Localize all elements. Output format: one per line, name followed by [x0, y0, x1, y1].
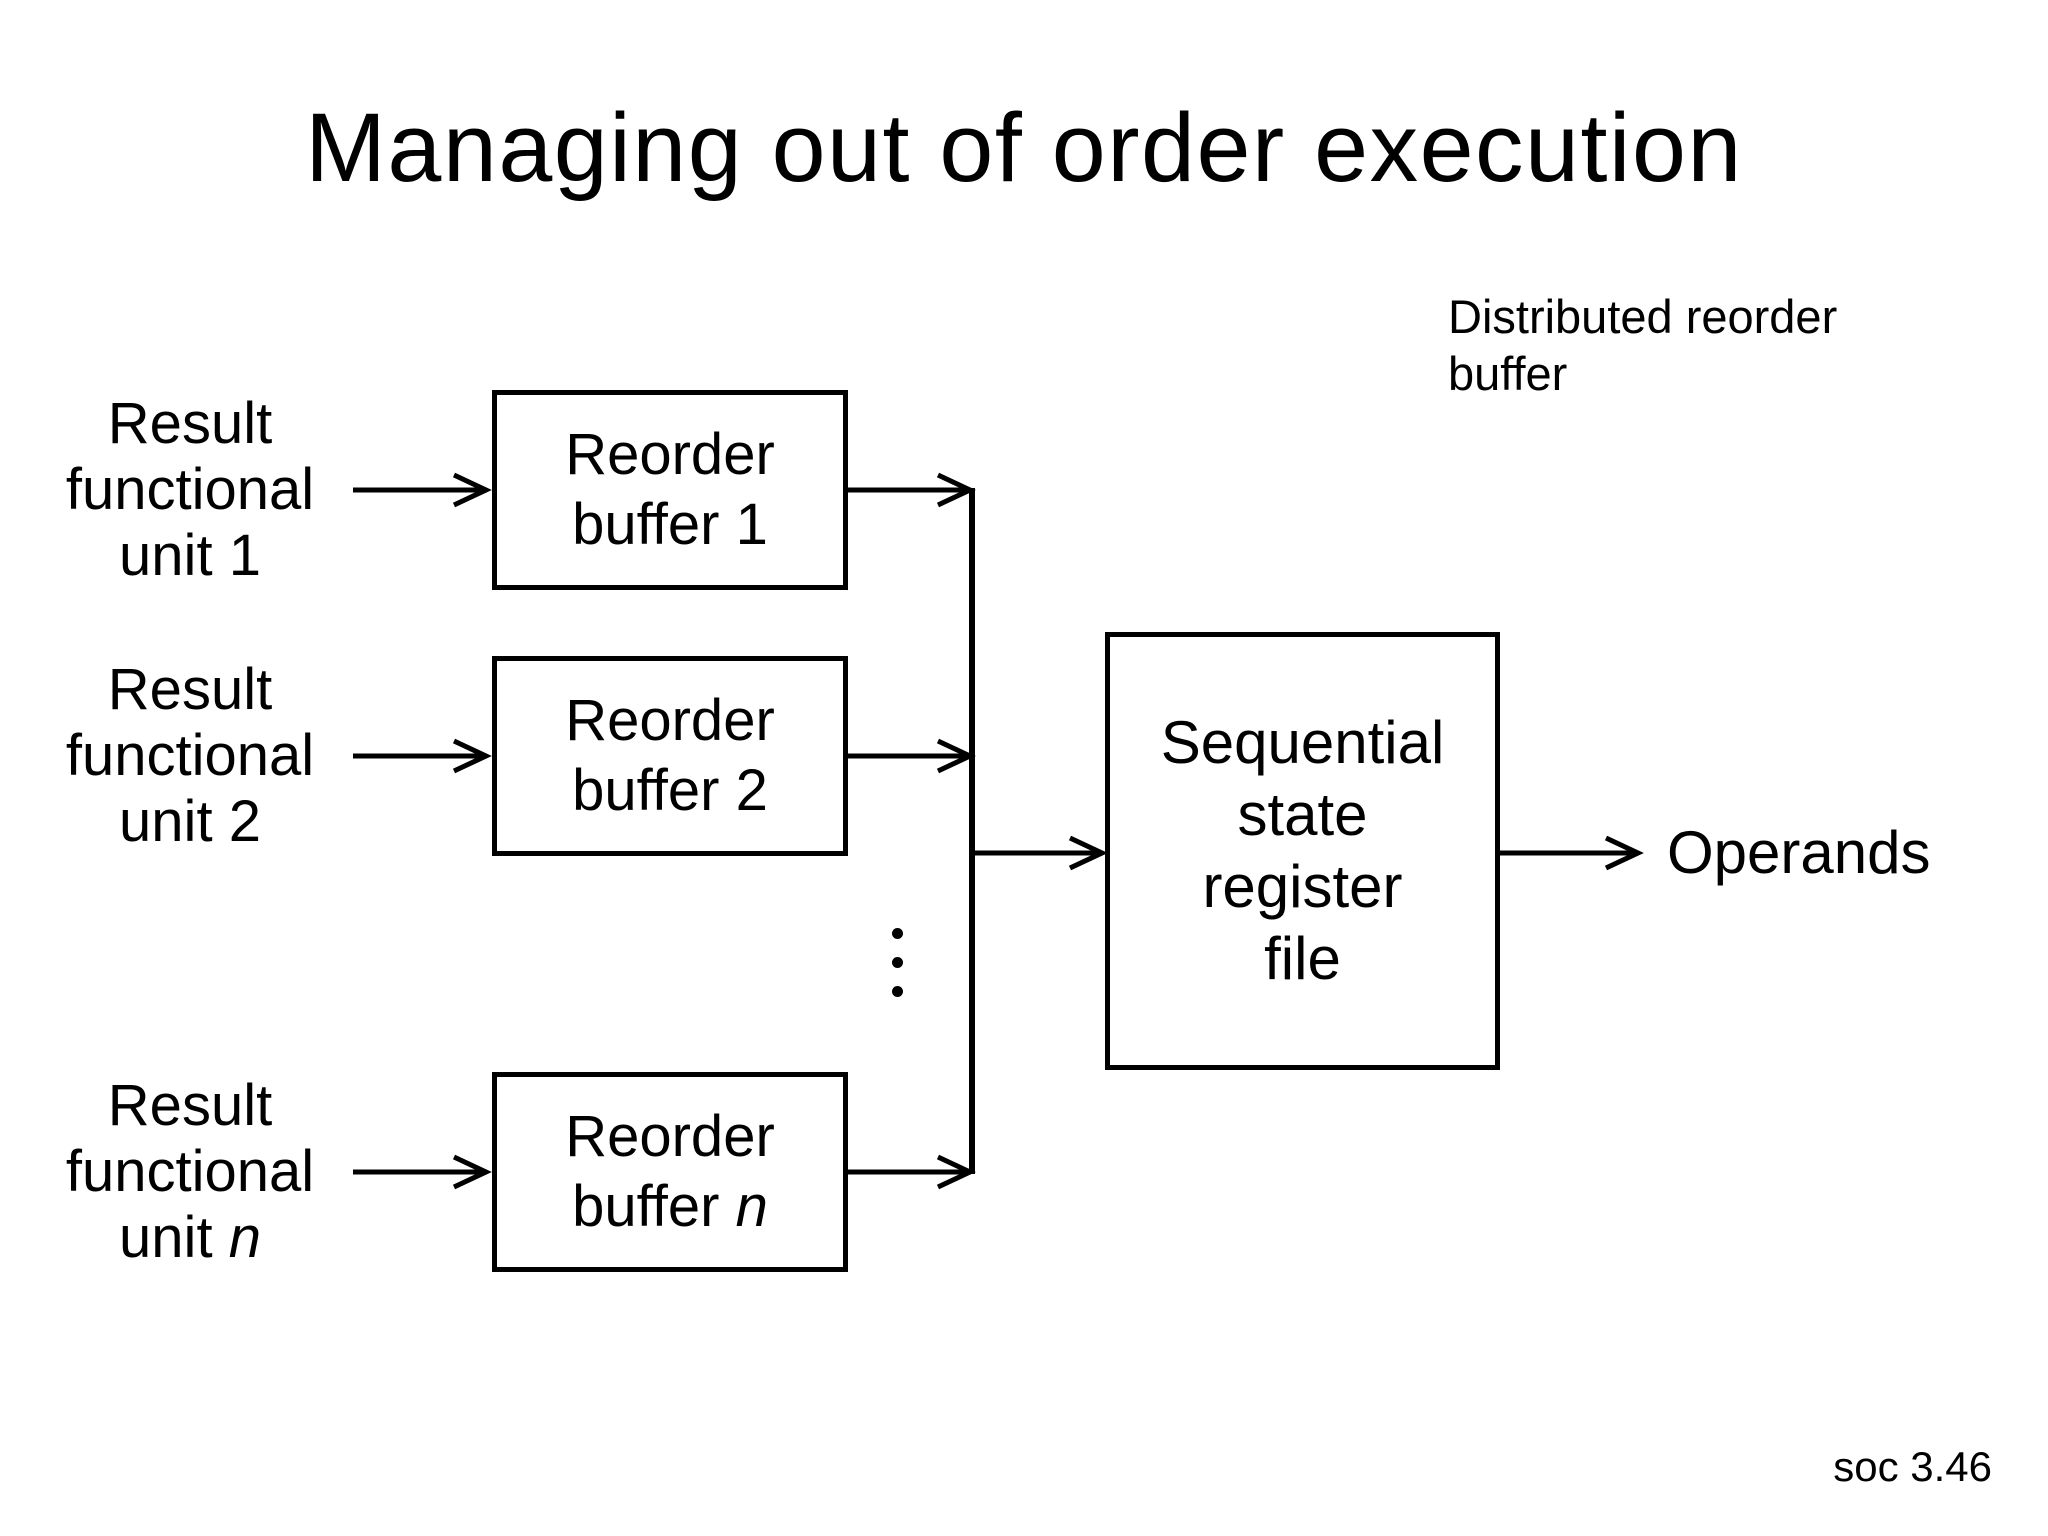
annotation-line-2: buffer [1448, 347, 1568, 400]
ellipsis-dot [892, 957, 903, 968]
arrow-register-file-to-operands-icon [1500, 835, 1644, 871]
label-result-functional-unit-1: Result functional unit 1 [20, 391, 360, 589]
distributed-reorder-buffer-annotation: Distributed reorder buffer [1448, 288, 1837, 402]
operands-label: Operands [1667, 819, 1931, 886]
label-line: Result [107, 657, 273, 722]
label-line: unit n [119, 1205, 261, 1270]
vertical-ellipsis-icon [892, 928, 903, 997]
reorder-buffer-n-box: Reorder buffer n [492, 1072, 848, 1272]
sequential-state-register-file-box: Sequential state register file [1105, 632, 1500, 1070]
arrow-merge-to-register-file-icon [972, 835, 1108, 871]
arrow-buffer2-to-merge-icon [848, 738, 976, 774]
box-line: Reorder [565, 1104, 775, 1169]
label-result-functional-unit-n: Result functional unit n [20, 1073, 360, 1271]
box-line: file [1264, 925, 1341, 992]
box-line: Reorder [565, 688, 775, 753]
box-line: Sequential [1160, 709, 1445, 776]
arrow-unit1-to-buffer1-icon [353, 472, 492, 508]
footer-slide-number: soc 3.46 [1833, 1443, 1992, 1490]
label-line: Result [107, 1073, 273, 1138]
arrow-buffern-to-merge-icon [848, 1154, 976, 1190]
label-line: unit 1 [119, 523, 261, 588]
label-line: functional [65, 1139, 315, 1204]
page-title: Managing out of order execution [305, 93, 1743, 202]
label-result-functional-unit-2: Result functional unit 2 [20, 657, 360, 855]
reorder-buffer-1-box: Reorder buffer 1 [492, 390, 848, 590]
label-line: functional [65, 723, 315, 788]
box-line: buffer n [572, 1174, 768, 1239]
label-line: Result [107, 391, 273, 456]
reorder-buffer-2-box: Reorder buffer 2 [492, 656, 848, 856]
arrow-buffer1-to-merge-icon [848, 472, 976, 508]
ellipsis-dot [892, 986, 903, 997]
box-line: buffer 1 [572, 492, 768, 557]
box-line: buffer 2 [572, 758, 768, 823]
ellipsis-dot [892, 928, 903, 939]
box-line: register [1202, 853, 1403, 920]
arrow-unitn-to-buffern-icon [353, 1154, 492, 1190]
arrow-unit2-to-buffer2-icon [353, 738, 492, 774]
label-line: functional [65, 457, 315, 522]
box-line: state [1237, 781, 1368, 848]
annotation-line-1: Distributed reorder [1448, 290, 1838, 343]
label-line: unit 2 [119, 789, 261, 854]
box-line: Reorder [565, 422, 775, 487]
